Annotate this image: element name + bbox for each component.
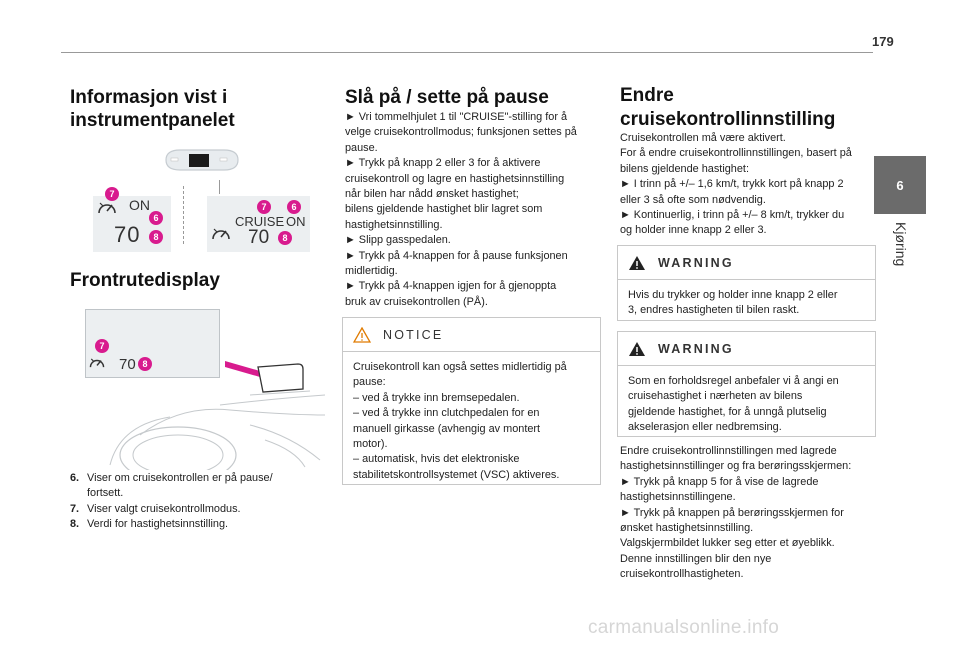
touchscreen-instructions: Endre cruisekontrollinnstillingen med la… xyxy=(620,445,852,581)
section-heading-hud: Frontrutedisplay xyxy=(70,270,220,291)
change-instructions: Cruisekontrollen må være aktivert. For å… xyxy=(620,132,852,237)
chapter-label-text: Kjøring xyxy=(893,222,909,267)
page-number: 179 xyxy=(872,34,894,49)
hud-speed: 70 xyxy=(119,356,136,373)
badge-8: 8 xyxy=(278,231,292,245)
warning-box-2: WARNING Som en forholdsregel anbefaler v… xyxy=(617,331,876,437)
speedometer-icon xyxy=(89,358,105,368)
cluster-left-speed: 70 xyxy=(114,222,141,247)
badge-8: 8 xyxy=(138,357,152,371)
section-heading-change: Endre cruisekontrollinnstilling xyxy=(620,85,836,130)
speedometer-icon xyxy=(98,202,116,214)
warning-title: WARNING xyxy=(658,255,734,270)
cluster-right-mark xyxy=(219,157,228,162)
cluster-right-speed: 70 xyxy=(248,227,270,248)
badge-6: 6 xyxy=(149,211,163,225)
section-heading-activate: Slå på / sette på pause xyxy=(345,87,549,108)
badge-7: 7 xyxy=(95,339,109,353)
warning-title: WARNING xyxy=(658,341,734,356)
chapter-label: Kjøring xyxy=(893,222,911,282)
list-item: 8. Verdi for hastighetsinnstilling. xyxy=(70,518,229,531)
cluster-left-mark xyxy=(170,157,179,162)
speedometer-icon xyxy=(212,228,230,240)
warning-triangle-icon xyxy=(629,255,645,270)
section-heading-info: Informasjon vist i instrumentpanelet xyxy=(70,87,235,131)
watermark: carmanualsonline.info xyxy=(588,617,780,638)
legend-list: 6. Viser om cruisekontrollen er på pause… xyxy=(70,471,310,533)
activate-instructions: ► Vri tommelhjulet 1 til "CRUISE"-stilli… xyxy=(345,111,577,308)
cluster-center-screen xyxy=(189,154,209,167)
warning-box-1: WARNING Hvis du trykker og holder inne k… xyxy=(617,245,876,321)
list-item: 6. Viser om cruisekontrollen er på pause… xyxy=(70,472,273,500)
cluster-left-on: ON xyxy=(129,197,150,213)
list-item: 7. Viser valgt cruisekontrollmodus. xyxy=(70,502,241,515)
badge-6: 6 xyxy=(287,200,301,214)
cluster-right-on: ON xyxy=(286,214,306,229)
hud-projection-beam xyxy=(225,361,260,377)
notice-triangle-icon xyxy=(353,326,371,343)
connector-line xyxy=(183,186,185,244)
instrument-cluster-illustration xyxy=(165,149,239,171)
connector-line xyxy=(219,180,220,194)
notice-title: NOTICE xyxy=(383,327,444,342)
hud-screen xyxy=(257,363,304,393)
warning-triangle-icon xyxy=(629,341,645,356)
header-rule xyxy=(61,52,873,53)
badge-7: 7 xyxy=(257,200,271,214)
notice-box: NOTICE Cruisekontroll kan også settes mi… xyxy=(342,317,601,485)
badge-8: 8 xyxy=(149,230,163,244)
badge-7: 7 xyxy=(105,187,119,201)
chapter-tab[interactable]: 6 xyxy=(874,156,926,214)
cluster-right-cruise: CRUISE xyxy=(235,214,285,229)
dashboard-line-illustration xyxy=(109,361,326,470)
